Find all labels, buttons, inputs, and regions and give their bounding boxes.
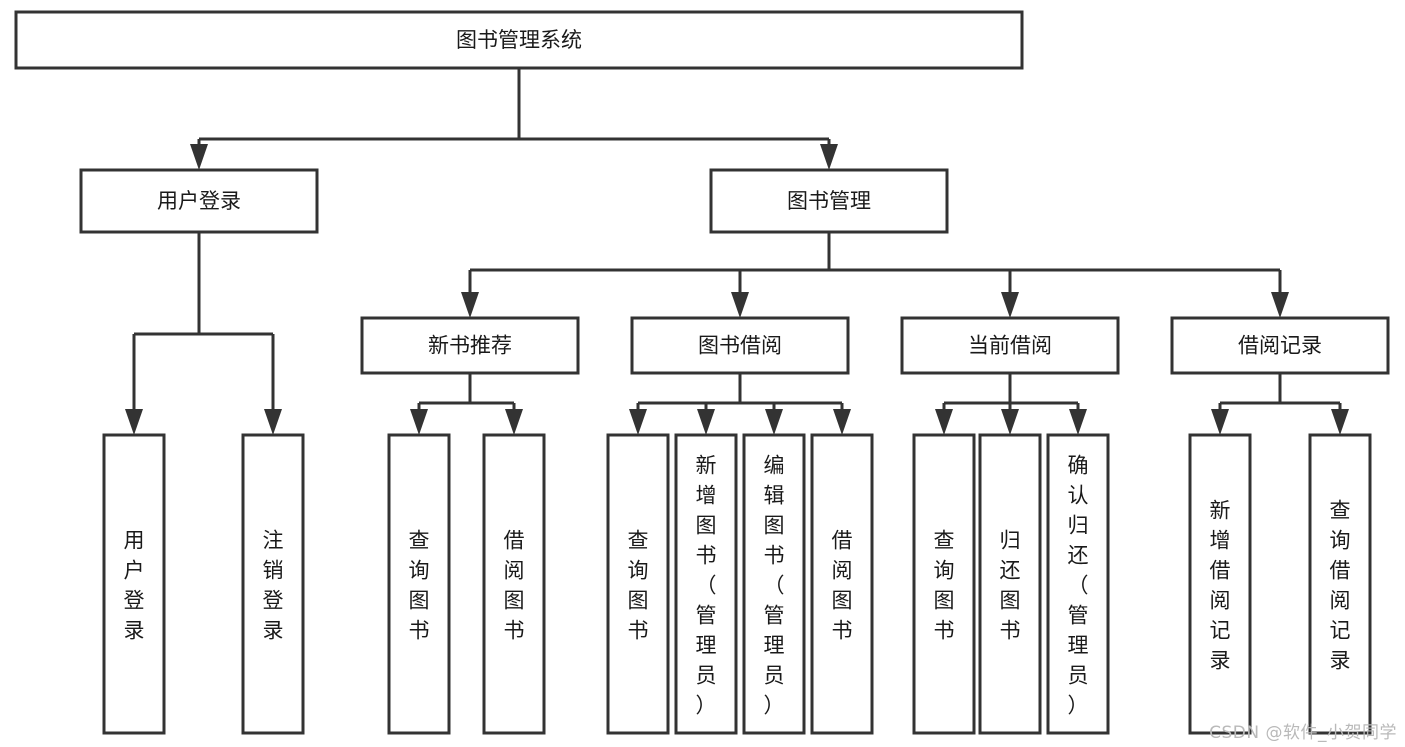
node-leaf-cur-return[interactable]: 归还图书: [978, 433, 1042, 735]
node-box-leaf-user-logout[interactable]: [241, 433, 305, 735]
node-label-leaf-borrow-do: 借阅图书: [832, 528, 853, 642]
node-box-new-book-rec[interactable]: [360, 316, 580, 375]
node-box-leaf-borrow-do[interactable]: [810, 433, 874, 735]
node-label-new-book-rec: 新书推荐: [428, 334, 512, 358]
node-box-root[interactable]: [14, 10, 1024, 70]
edge-book-borrow-to-leaves: [629, 373, 851, 435]
node-current-borrow[interactable]: 当前借阅: [900, 316, 1120, 375]
node-box-leaf-cur-confirm[interactable]: [1046, 433, 1110, 735]
edge-root-to-level1: [190, 68, 838, 170]
edge-book-manage-to-level2: [461, 232, 1289, 318]
arrow-to-user-login: [190, 144, 208, 170]
arrow-to-leaf-borrow-do: [833, 409, 851, 435]
node-box-current-borrow[interactable]: [900, 316, 1120, 375]
arrow-to-leaf-rec-add: [1211, 409, 1229, 435]
node-leaf-user-login[interactable]: 用户登录: [102, 433, 166, 735]
node-leaf-rec-query2[interactable]: 查询借阅记录: [1308, 433, 1372, 735]
node-book-manage[interactable]: 图书管理: [709, 168, 949, 234]
arrow-to-leaf-borrow-add: [697, 409, 715, 435]
node-label-leaf-cur-query: 查询图书: [934, 528, 955, 642]
node-root[interactable]: 图书管理系统: [14, 10, 1024, 70]
arrow-to-leaf-cur-query: [935, 409, 953, 435]
node-box-leaf-rec-borrow[interactable]: [482, 433, 546, 735]
arrow-to-leaf-rec-query2: [1331, 409, 1349, 435]
node-label-leaf-user-logout: 注销登录: [263, 528, 284, 642]
arrow-to-borrow-record: [1271, 292, 1289, 318]
edge-user-login-to-leaves: [125, 232, 282, 435]
node-box-leaf-rec-query2[interactable]: [1308, 433, 1372, 735]
node-label-leaf-borrow-query: 查询图书: [628, 528, 649, 642]
node-box-leaf-cur-return[interactable]: [978, 433, 1042, 735]
node-box-leaf-rec-add[interactable]: [1188, 433, 1252, 735]
node-label-leaf-rec-add: 新增借阅记录: [1210, 498, 1231, 672]
node-new-book-rec[interactable]: 新书推荐: [360, 316, 580, 375]
node-box-leaf-borrow-edit[interactable]: [742, 433, 806, 735]
node-user-login[interactable]: 用户登录: [79, 168, 319, 234]
arrow-to-leaf-rec-borrow: [505, 409, 523, 435]
arrow-to-new-book-rec: [461, 292, 479, 318]
arrow-to-leaf-borrow-edit: [765, 409, 783, 435]
csdn-watermark: CSDN @软件_小贺同学: [1209, 723, 1397, 743]
node-box-leaf-borrow-add[interactable]: [674, 433, 738, 735]
node-label-leaf-cur-return: 归还图书: [1000, 528, 1021, 642]
node-label-leaf-rec-query2: 查询借阅记录: [1330, 498, 1351, 672]
node-leaf-rec-borrow[interactable]: 借阅图书: [482, 433, 546, 735]
arrow-to-leaf-rec-query: [410, 409, 428, 435]
node-leaf-borrow-add[interactable]: 新增图书（管理员）: [674, 433, 738, 735]
node-leaf-user-logout[interactable]: 注销登录: [241, 433, 305, 735]
node-box-user-login[interactable]: [79, 168, 319, 234]
node-box-leaf-borrow-query[interactable]: [606, 433, 670, 735]
arrow-to-leaf-user-login: [125, 409, 143, 435]
arrow-to-leaf-borrow-query: [629, 409, 647, 435]
arrow-to-book-manage: [820, 144, 838, 170]
edge-current-borrow-to-leaves: [935, 373, 1087, 435]
node-label-leaf-borrow-edit: 编辑图书（管理员）: [764, 453, 785, 717]
node-leaf-borrow-query[interactable]: 查询图书: [606, 433, 670, 735]
node-box-leaf-rec-query[interactable]: [387, 433, 451, 735]
node-box-book-borrow[interactable]: [630, 316, 850, 375]
arrow-to-leaf-user-logout: [264, 409, 282, 435]
node-leaf-borrow-edit[interactable]: 编辑图书（管理员）: [742, 433, 806, 735]
node-box-leaf-user-login[interactable]: [102, 433, 166, 735]
node-book-borrow[interactable]: 图书借阅: [630, 316, 850, 375]
node-label-root: 图书管理系统: [456, 28, 582, 52]
node-label-borrow-record: 借阅记录: [1238, 334, 1322, 358]
node-label-leaf-rec-borrow: 借阅图书: [504, 528, 525, 642]
node-leaf-rec-query[interactable]: 查询图书: [387, 433, 451, 735]
node-label-leaf-rec-query: 查询图书: [409, 528, 430, 642]
node-label-current-borrow: 当前借阅: [968, 334, 1052, 358]
node-leaf-rec-add[interactable]: 新增借阅记录: [1188, 433, 1252, 735]
node-layer: 图书管理系统用户登录图书管理新书推荐图书借阅当前借阅借阅记录用户登录注销登录查询…: [14, 10, 1390, 735]
arrow-to-leaf-cur-confirm: [1069, 409, 1087, 435]
arrow-to-leaf-cur-return: [1001, 409, 1019, 435]
node-leaf-borrow-do[interactable]: 借阅图书: [810, 433, 874, 735]
edge-borrow-record-to-leaves: [1211, 373, 1349, 435]
node-label-leaf-borrow-add: 新增图书（管理员）: [696, 453, 717, 717]
node-label-leaf-user-login: 用户登录: [124, 528, 145, 642]
node-box-leaf-cur-query[interactable]: [912, 433, 976, 735]
node-label-user-login: 用户登录: [157, 189, 241, 213]
node-borrow-record[interactable]: 借阅记录: [1170, 316, 1390, 375]
node-leaf-cur-confirm[interactable]: 确认归还（管理员）: [1046, 433, 1110, 735]
node-box-book-manage[interactable]: [709, 168, 949, 234]
node-box-borrow-record[interactable]: [1170, 316, 1390, 375]
arrow-to-book-borrow: [731, 292, 749, 318]
edge-new-book-rec-to-leaves: [410, 373, 523, 435]
node-label-book-borrow: 图书借阅: [698, 334, 782, 358]
node-leaf-cur-query[interactable]: 查询图书: [912, 433, 976, 735]
node-label-leaf-cur-confirm: 确认归还（管理员）: [1068, 453, 1089, 717]
arrow-to-current-borrow: [1001, 292, 1019, 318]
node-label-book-manage: 图书管理: [787, 189, 871, 213]
connector-layer: [125, 68, 1349, 435]
